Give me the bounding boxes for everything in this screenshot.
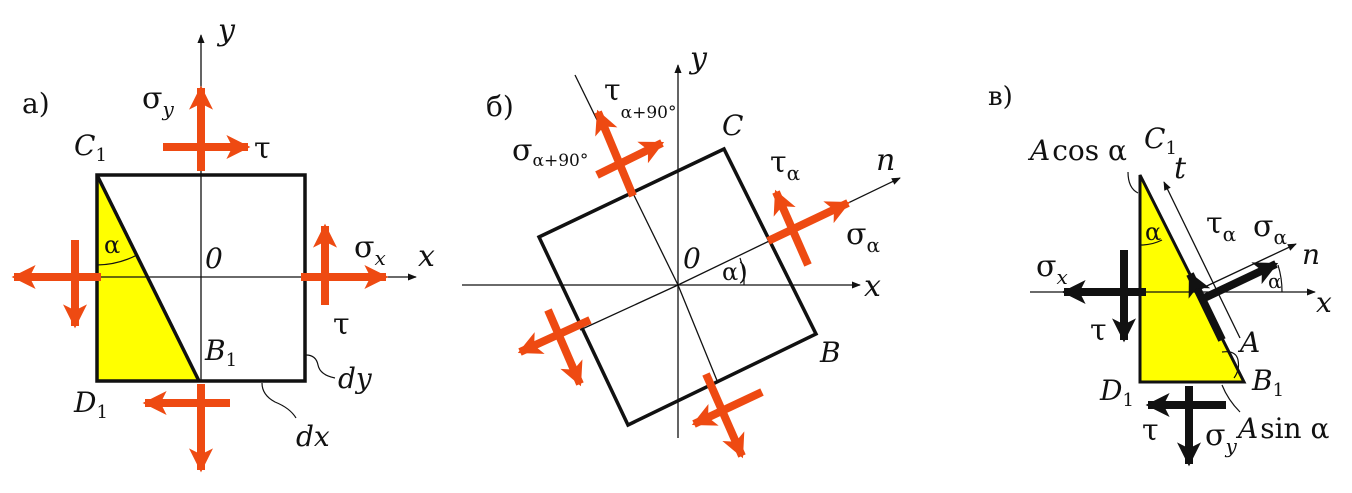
panel-c-angle-small: α <box>1268 269 1282 293</box>
panel-a-origin: 0 <box>205 242 223 275</box>
panel-b-corner-b: B <box>819 336 841 369</box>
panel-c-sigma-alpha: σα <box>1253 209 1287 249</box>
panel-a-dim-dy: dy <box>338 362 373 395</box>
panel-b-tau-alpha: τα <box>770 145 800 185</box>
panel-b-rotated-square <box>536 146 819 428</box>
panel-c-corner-b1: B1 <box>1251 364 1284 401</box>
panel-b-corner-c: C <box>722 109 743 142</box>
panel-c-angle: α <box>1145 218 1161 246</box>
panel-c-corner-d1: D1 <box>1099 374 1134 411</box>
panel-b-angle-arc <box>739 257 745 286</box>
sigma-lower-right-arrow <box>702 372 746 459</box>
panel-c-area-sin: Asin α <box>1235 412 1329 445</box>
panel-a-axis-x: x <box>418 239 435 274</box>
tau-alpha-90-arrow <box>594 109 637 198</box>
panel-a-dx-leader <box>261 382 297 419</box>
panel-c-area-cos: Acos α <box>1027 134 1127 167</box>
panel-b-sigma-alpha-90: σα+90° <box>512 133 588 171</box>
panel-b-sigma-alpha: σα <box>846 217 880 257</box>
panel-b-origin: 0 <box>683 242 701 275</box>
panel-b-stress-arrows <box>517 109 851 459</box>
panel-c-angle-arc <box>1139 239 1163 246</box>
tau-alpha-arrow <box>1186 271 1226 342</box>
panel-c-sin-leader <box>1221 384 1241 413</box>
panel-b-axis-n: n <box>876 143 895 178</box>
panel-c-sigma-x: σx <box>1036 249 1068 289</box>
panel-a-angle: α <box>104 231 120 259</box>
panel-c-cos-leader <box>1127 171 1139 194</box>
panel-a-sigma-x: σx <box>354 230 386 270</box>
panel-a-angle-arc <box>96 254 138 266</box>
panel-a-corner-c1: C1 <box>74 129 107 166</box>
panel-b: б) y x n 0 C B α) τα+90° σα+90° τα σα <box>462 41 901 459</box>
panel-a-dy-leader <box>305 354 336 379</box>
panel-c-t-axis <box>1163 181 1241 339</box>
panel-c-n-axis <box>1193 243 1297 293</box>
panel-c: в) Acos α C1 t α τα σα n σx α x τ A B1 D… <box>988 82 1332 467</box>
panel-b-angle: α) <box>722 258 748 286</box>
panel-c-tau-bottom: τ <box>1142 413 1159 448</box>
panel-b-axis-x: x <box>864 269 881 304</box>
panel-b-n-axis-back <box>579 284 679 331</box>
panel-b-t-axis-down <box>677 284 719 384</box>
panel-c-resultant-arrows <box>1061 250 1279 467</box>
panel-c-sigma-y: σy <box>1205 418 1237 458</box>
panel-a-tau-top: τ <box>254 131 271 166</box>
panel-a-axis-y: y <box>216 13 236 48</box>
sigma-alpha-arrow <box>766 199 851 245</box>
panel-c-tag: в) <box>988 82 1013 112</box>
panel-a-dim-dx: dx <box>296 420 330 453</box>
sigma-alpha-90-arrow <box>595 139 665 179</box>
tau-lower-left-arrow <box>544 308 584 387</box>
panel-b-tag: б) <box>486 90 514 123</box>
sigma-alpha-arrow <box>1198 260 1279 304</box>
panel-c-axis-x: x <box>1316 286 1332 319</box>
tau-alpha-arrow <box>772 189 812 267</box>
panel-a-tag: а) <box>22 87 50 120</box>
panel-a-tau-right: τ <box>333 307 350 342</box>
panel-a-stress-arrows <box>11 85 389 473</box>
panel-c-corner-c1: C1 <box>1144 122 1177 159</box>
panel-a: а) y x 0 C1 B1 D1 α σy τ σx τ dy dx <box>11 13 435 473</box>
panel-c-area-a: A <box>1237 326 1260 359</box>
panel-a-diagonal <box>95 174 201 382</box>
panel-c-tau-left: τ <box>1090 313 1107 348</box>
panel-c-tau-alpha: τα <box>1206 206 1236 246</box>
panel-a-corner-d1: D1 <box>73 386 108 423</box>
panel-a-sigma-y: σy <box>142 81 174 121</box>
panel-c-a-leader <box>1221 351 1240 379</box>
panel-a-corner-b1: B1 <box>204 334 237 371</box>
panel-b-axis-y: y <box>688 41 708 76</box>
panel-c-axis-t: t <box>1174 151 1187 186</box>
panel-b-tau-alpha-90: τα+90° <box>604 73 676 123</box>
panel-c-axis-n: n <box>1302 238 1320 271</box>
tau-lower-right-arrow <box>691 388 764 428</box>
